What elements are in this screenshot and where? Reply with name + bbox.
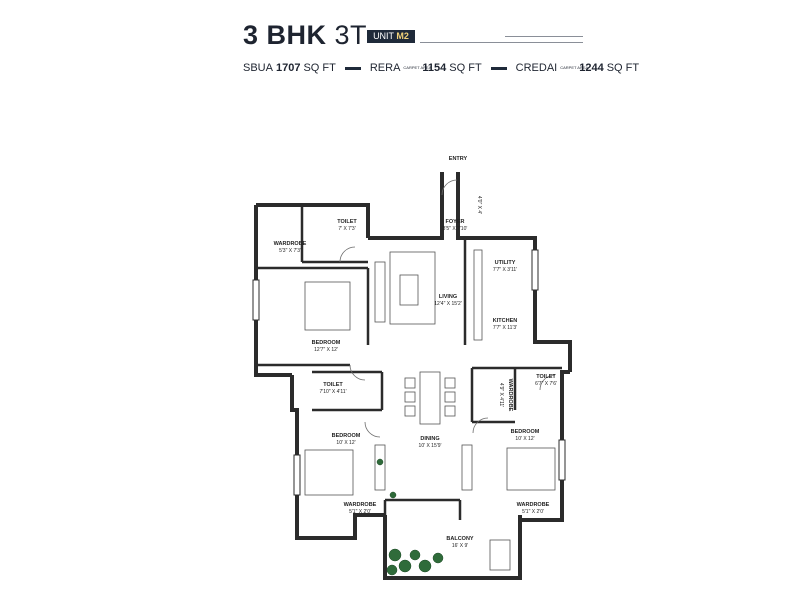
header: 3 BHK 3T UNIT M2 SBUA 1707 SQ FT RERA CA…	[0, 0, 800, 90]
dining-dim: 10' X 15'9'	[419, 443, 442, 449]
utility-dim: 7'7" X 3'11'	[493, 267, 517, 273]
rera-label: RERA	[369, 62, 401, 74]
sbua-unit: SQ FT	[303, 62, 336, 74]
credai-sub: CARPET AREA	[560, 64, 589, 70]
kitchen-dim: 7'7" X 11'3'	[493, 325, 517, 331]
balcony-name: BALCONY	[446, 536, 474, 542]
toilet-1-dim: 7' X 7'3'	[338, 226, 355, 232]
title-rule-upper	[505, 36, 583, 37]
foyer-side-dim: 4'0" X 4'	[476, 196, 482, 214]
bedroom-2-dim: 10' X 12'	[336, 440, 355, 446]
living-dim: 12'4" X 15'2'	[434, 301, 461, 307]
entry-label: ENTRY	[449, 156, 468, 162]
wardrobe-2-name: WARDROBE	[507, 379, 513, 412]
bedroom-2-name: BEDROOM	[332, 433, 361, 439]
bedroom-1-name: BEDROOM	[312, 340, 341, 346]
kitchen-name: KITCHEN	[493, 318, 517, 324]
toilet-2-name: TOILET	[323, 382, 343, 388]
credai-unit: SQ FT	[606, 62, 640, 74]
rera-sub: CARPET AREA	[403, 64, 432, 70]
credai-label: CREDAI	[515, 62, 558, 74]
wardrobe-4-dim: 5'1" X 2'0'	[522, 509, 544, 515]
dining-name: DINING	[420, 436, 439, 442]
bedroom-3-dim: 10' X 12'	[515, 436, 534, 442]
windows	[252, 249, 566, 496]
bedroom-1-dim: 12'7" X 12'	[314, 347, 338, 353]
toilet-1-name: TOILET	[337, 219, 357, 225]
unit-badge: UNIT M2	[367, 30, 415, 43]
area-summary: SBUA 1707 SQ FT RERA CARPET AREA 1154 SQ…	[243, 60, 639, 76]
wardrobe-3-name: WARDROBE	[344, 502, 377, 508]
foyer-name: FOYER	[446, 219, 465, 225]
floor-plan: ENTRY TOILET 7' X 7'3' WARDROBE 5'3" X 7…	[252, 156, 572, 580]
foyer-dim: 3'5" X 7'10'	[443, 226, 468, 232]
rera-value: 1154	[422, 62, 447, 74]
wardrobe-2-dim: 4'9" X 4'11'	[498, 383, 504, 407]
separator-dash	[344, 66, 361, 70]
balcony-planters	[376, 458, 444, 576]
interior-walls	[256, 205, 562, 520]
wardrobe-1-dim: 5'3" X 7'3'	[279, 248, 301, 254]
sbua-label: SBUA	[243, 62, 273, 74]
title-rule	[420, 42, 583, 43]
page-title: 3 BHK 3T	[243, 20, 368, 50]
credai-value: 1244	[579, 62, 604, 74]
furniture	[304, 249, 556, 571]
utility-name: UTILITY	[495, 260, 516, 266]
wardrobe-4-name: WARDROBE	[517, 502, 550, 508]
door-arcs	[339, 179, 556, 438]
balcony-dim: 16' X 9'	[452, 543, 468, 549]
sbua-value: 1707	[275, 62, 301, 74]
toilet-3-name: TOILET	[536, 374, 556, 380]
living-name: LIVING	[439, 294, 457, 300]
bedroom-3-name: BEDROOM	[511, 429, 540, 435]
toilet-2-dim: 7'10" X 4'11'	[319, 389, 346, 395]
room-labels: ENTRY TOILET 7' X 7'3' WARDROBE 5'3" X 7…	[274, 156, 557, 549]
separator-dash	[490, 66, 507, 70]
rera-unit: SQ FT	[449, 62, 482, 74]
wardrobe-3-dim: 5'1" X 2'0'	[349, 509, 371, 515]
toilet-3-dim: 6'7" X 7'6'	[535, 381, 557, 387]
wardrobe-1-name: WARDROBE	[274, 241, 307, 247]
